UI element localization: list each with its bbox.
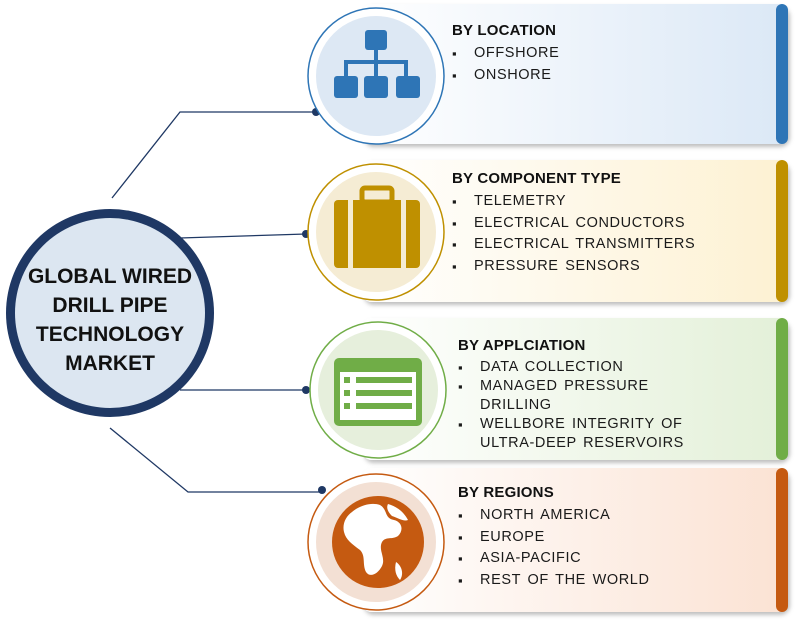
segment-regions: BY REGIONS ▪NORTH AMERICA ▪EUROPE ▪ASIA-…: [360, 484, 790, 604]
connector-regions: [109, 427, 322, 493]
segment-application: BY APPLCIATION ▪DATA COLLECTION ▪MANAGED…: [360, 337, 790, 457]
panel-by-component-type: [362, 160, 788, 302]
segment-component-type: BY COMPONENT TYPE ▪TELEMETRY ▪ELECTRICAL…: [360, 170, 790, 290]
segment-title: BY REGIONS: [458, 484, 554, 501]
connector-component: [179, 233, 307, 239]
segment-items: ▪OFFSHORE ▪ONSHORE: [452, 43, 780, 86]
center-title-line: TECHNOLOGY: [35, 323, 185, 346]
segment-title: BY COMPONENT TYPE: [452, 170, 621, 187]
briefcase-icon: [334, 185, 420, 268]
list-window-icon: [334, 358, 422, 426]
list-item: ▪TELEMETRY: [452, 193, 567, 209]
hierarchy-icon: [334, 30, 420, 98]
list-item: ▪OFFSHORE: [452, 45, 560, 61]
list-item: ▪ASIA-PACIFIC: [458, 550, 582, 566]
center-title-line: GLOBAL WIRED: [27, 265, 193, 288]
list-item: ▪EUROPE: [458, 528, 545, 545]
list-item: ▪NORTH AMERICA: [458, 507, 611, 523]
center-title-line: DRILL PIPE: [52, 294, 168, 317]
segment-items: ▪DATA COLLECTION ▪MANAGED PRESSURE DRILL…: [458, 358, 688, 453]
segment-items: ▪NORTH AMERICA ▪EUROPE ▪ASIA-PACIFIC ▪RE…: [458, 505, 780, 591]
panel-by-regions: [362, 468, 788, 612]
list-item: ▪REST OF THE WORLD: [458, 571, 650, 588]
connector-location: [111, 111, 316, 199]
list-item: ▪WELLBORE INTEGRITY OF ULTRA-DEEP RESERV…: [458, 416, 684, 451]
list-item: ▪MANAGED PRESSURE DRILLING: [458, 378, 649, 413]
globe-icon: [332, 496, 424, 588]
segment-location: BY LOCATION ▪OFFSHORE ▪ONSHORE: [360, 22, 790, 132]
panel-by-location: [362, 4, 788, 144]
list-item: ▪DATA COLLECTION: [458, 359, 624, 375]
list-item: ▪ONSHORE: [452, 66, 552, 83]
panel-by-application: [362, 318, 788, 460]
list-item: ▪ELECTRICAL TRANSMITTERS: [452, 236, 696, 252]
connector-dots: [302, 108, 326, 494]
list-item: ▪PRESSURE SENSORS: [452, 257, 641, 274]
list-item: ▪ELECTRICAL CONDUCTORS: [452, 214, 686, 231]
segment-title: BY LOCATION: [452, 22, 557, 39]
segment-items: ▪TELEMETRY ▪ELECTRICAL CONDUCTORS ▪ELECT…: [452, 191, 780, 277]
connector-lines: [109, 111, 322, 493]
segment-title: BY APPLCIATION: [458, 337, 586, 354]
center-title-line: MARKET: [65, 352, 155, 375]
center-circle: [6, 209, 214, 417]
center-title: GLOBAL WIRED DRILL PIPE TECHNOLOGY MARKE…: [14, 262, 206, 378]
